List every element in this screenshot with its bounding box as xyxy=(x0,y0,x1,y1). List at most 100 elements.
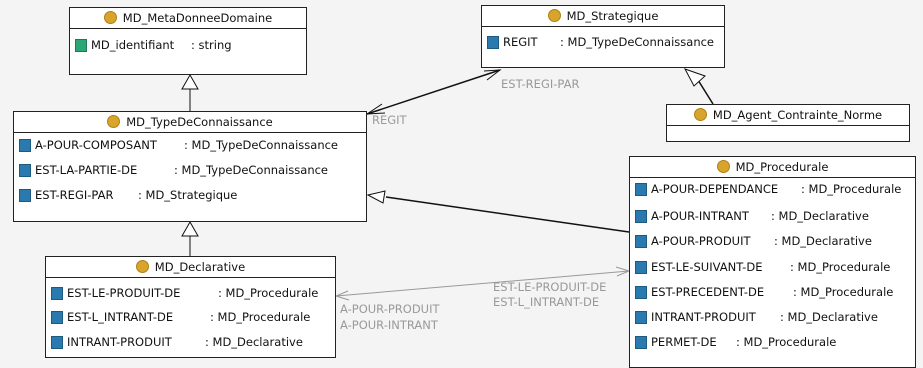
attribute-name: INTRANT-PRODUIT xyxy=(67,335,172,349)
attribute-icon xyxy=(635,210,647,223)
attribute-icon xyxy=(635,261,647,274)
attribute-row[interactable]: EST-REGI-PAR : MD_Strategique xyxy=(14,187,366,203)
class-name: MD_Declarative xyxy=(154,260,246,274)
class-md-typedeconnaissance[interactable]: MD_TypeDeConnaissance A-POUR-COMPOSANT :… xyxy=(13,111,367,222)
class-header: MD_Agent_Contrainte_Norme xyxy=(667,105,909,126)
attribute-type: : MD_Procedurale xyxy=(801,182,902,196)
association-arrowhead xyxy=(365,103,386,115)
attribute-name: EST-PRECEDENT-DE xyxy=(651,285,765,299)
attribute-name: EST-LE-SUIVANT-DE xyxy=(651,260,763,274)
attribute-type: : MD_Procedurale xyxy=(736,335,837,349)
generalization-line xyxy=(697,79,714,105)
attribute-row[interactable]: A-POUR-INTRANT : MD_Declarative xyxy=(630,208,915,224)
attribute-icon xyxy=(19,164,31,177)
attribute-icon xyxy=(51,311,63,324)
class-header: MD_Strategique xyxy=(482,6,724,27)
attribute-icon xyxy=(487,36,499,49)
attribute-type: : MD_Procedurale xyxy=(218,286,319,300)
attribute-type: : MD_Declarative xyxy=(205,335,303,349)
attribute-row[interactable]: A-POUR-DEPENDANCE : MD_Procedurale xyxy=(630,181,915,197)
attribute-name: MD_identifiant xyxy=(91,38,175,52)
class-md-agent-contrainte-norme[interactable]: MD_Agent_Contrainte_Norme xyxy=(666,104,910,142)
attribute-icon xyxy=(51,336,63,349)
attribute-name: REGIT xyxy=(503,35,538,49)
class-icon xyxy=(135,260,149,273)
association-arrowhead xyxy=(334,290,350,301)
class-icon xyxy=(547,9,561,22)
attribute-icon xyxy=(635,235,647,248)
attribute-name: PERMET-DE xyxy=(651,335,717,349)
attribute-name: EST-LA-PARTIE-DE xyxy=(35,163,138,177)
class-name: MD_Procedurale xyxy=(735,160,829,174)
attribute-type: : MD_Procedurale xyxy=(790,260,891,274)
attribute-row[interactable]: INTRANT-PRODUIT : MD_Declarative xyxy=(46,334,335,350)
attribute-icon xyxy=(635,183,647,196)
attribute-name: EST-LE-PRODUIT-DE xyxy=(67,286,181,300)
association-label-est-regi-par[interactable]: EST-REGI-PAR xyxy=(501,77,580,91)
generalization-arrowhead xyxy=(181,220,199,237)
class-icon xyxy=(107,115,121,128)
class-header: MD_Declarative xyxy=(46,257,335,278)
class-md-metadonneedomaine[interactable]: MD_MetaDonneeDomaine MD_identifiant : st… xyxy=(69,7,307,75)
attribute-type: : MD_Procedurale xyxy=(793,285,894,299)
association-label-a-pour-produit[interactable]: A-POUR-PRODUIT xyxy=(340,302,440,316)
association-arrowhead xyxy=(483,69,502,81)
attribute-icon xyxy=(51,287,63,300)
generalization-line xyxy=(385,196,630,233)
attribute-row[interactable]: INTRANT-PRODUIT : MD_Declarative xyxy=(630,309,915,325)
attribute-name: EST-L_INTRANT-DE xyxy=(67,310,174,324)
association-label-a-pour-intrant[interactable]: A-POUR-INTRANT xyxy=(340,318,438,332)
attribute-row[interactable]: A-POUR-COMPOSANT : MD_TypeDeConnaissance xyxy=(14,137,366,153)
attribute-icon xyxy=(19,189,31,202)
class-header: MD_Procedurale xyxy=(630,157,915,178)
association-label-est-l-intrant-de[interactable]: EST-L_INTRANT-DE xyxy=(493,295,600,309)
attribute-type: : MD_TypeDeConnaissance xyxy=(174,163,329,177)
generalization-arrowhead xyxy=(683,68,706,87)
attribute-row[interactable]: EST-LA-PARTIE-DE : MD_TypeDeConnaissance xyxy=(14,162,366,178)
attribute-type: : string xyxy=(191,38,232,52)
attribute-icon xyxy=(635,336,647,349)
attribute-row[interactable]: EST-L_INTRANT-DE : MD_Procedurale xyxy=(46,309,335,325)
class-icon xyxy=(716,160,730,173)
attribute-type: : MD_TypeDeConnaissance xyxy=(560,35,715,49)
attribute-row[interactable]: EST-PRECEDENT-DE : MD_Procedurale xyxy=(630,284,915,300)
attribute-icon xyxy=(19,139,31,152)
class-name: MD_Agent_Contrainte_Norme xyxy=(712,108,883,122)
attribute-row[interactable]: PERMET-DE : MD_Procedurale xyxy=(630,334,915,350)
generalization-arrowhead xyxy=(181,73,199,90)
attribute-row[interactable]: A-POUR-PRODUIT : MD_Declarative xyxy=(630,233,915,249)
class-md-declarative[interactable]: MD_Declarative EST-LE-PRODUIT-DE : MD_Pr… xyxy=(45,256,336,358)
association-label-est-le-produit-de[interactable]: EST-LE-PRODUIT-DE xyxy=(493,280,607,294)
attribute-type: : MD_Strategique xyxy=(138,188,238,202)
association-line xyxy=(366,69,501,115)
attribute-row[interactable]: MD_identifiant : string xyxy=(70,37,306,53)
attribute-type: : MD_Declarative xyxy=(780,310,878,324)
attribute-name: A-POUR-COMPOSANT xyxy=(35,138,157,152)
association-label-regit[interactable]: REGIT xyxy=(372,113,407,127)
attribute-name: A-POUR-PRODUIT xyxy=(651,234,751,248)
generalization-arrowhead xyxy=(366,190,386,204)
attribute-type: : MD_Declarative xyxy=(771,209,869,223)
class-md-procedurale[interactable]: MD_Procedurale A-POUR-DEPENDANCE : MD_Pr… xyxy=(629,156,916,368)
class-header: MD_MetaDonneeDomaine xyxy=(70,8,306,29)
attribute-row[interactable]: REGIT : MD_TypeDeConnaissance xyxy=(482,34,724,50)
class-md-strategique[interactable]: MD_Strategique REGIT : MD_TypeDeConnaiss… xyxy=(481,5,725,68)
attribute-name: INTRANT-PRODUIT xyxy=(651,310,756,324)
attribute-row[interactable]: EST-LE-PRODUIT-DE : MD_Procedurale xyxy=(46,285,335,301)
class-header: MD_TypeDeConnaissance xyxy=(14,112,366,133)
class-name: MD_MetaDonneeDomaine xyxy=(122,11,273,25)
class-name: MD_Strategique xyxy=(566,9,659,23)
class-icon xyxy=(693,108,707,121)
attribute-name: EST-REGI-PAR xyxy=(35,188,114,202)
key-attribute-icon xyxy=(75,39,87,52)
association-line xyxy=(335,270,630,297)
class-name: MD_TypeDeConnaissance xyxy=(126,115,273,129)
attribute-name: A-POUR-DEPENDANCE xyxy=(651,182,779,196)
attribute-name: A-POUR-INTRANT xyxy=(651,209,749,223)
attribute-type: : MD_Declarative xyxy=(774,234,872,248)
attribute-icon xyxy=(635,286,647,299)
attribute-row[interactable]: EST-LE-SUIVANT-DE : MD_Procedurale xyxy=(630,259,915,275)
attribute-type: : MD_Procedurale xyxy=(210,310,311,324)
class-icon xyxy=(103,11,117,24)
